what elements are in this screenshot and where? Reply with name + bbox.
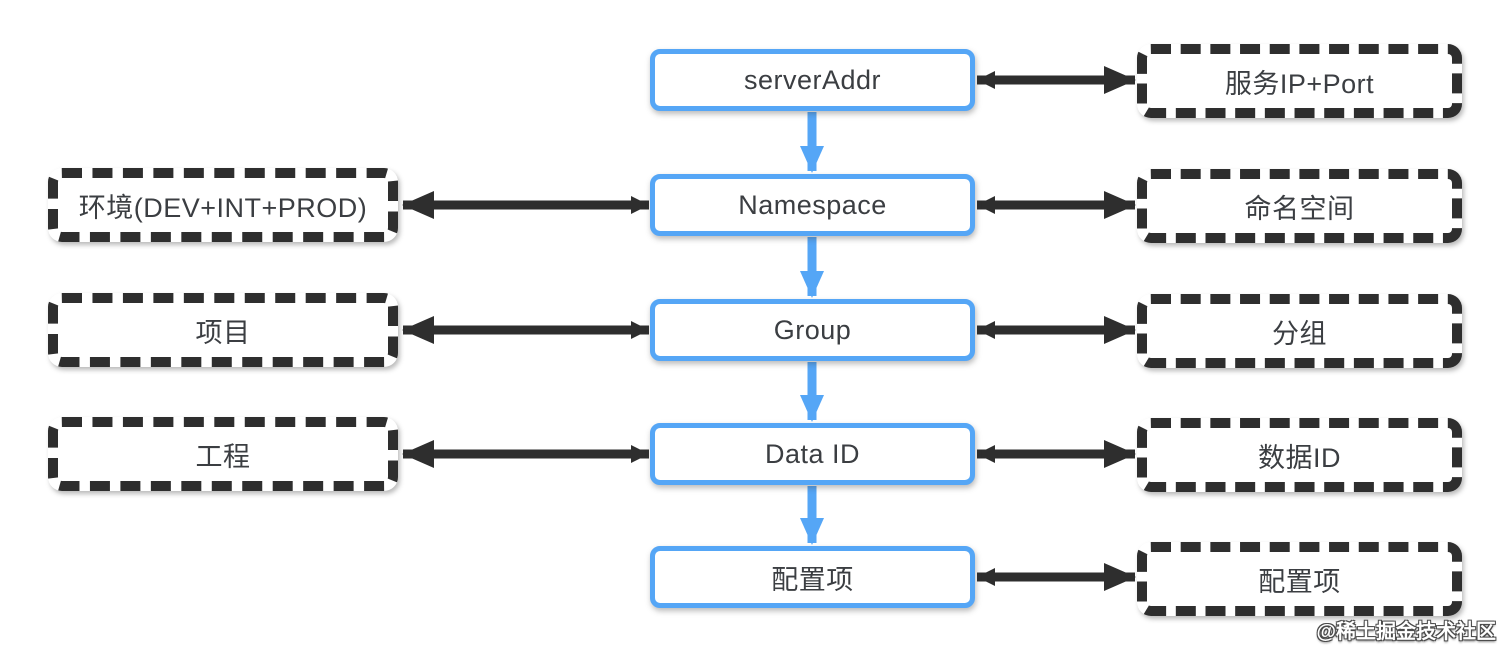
- node-config-item-right-label: 配置项: [1258, 566, 1341, 597]
- node-service-ip-port: 服务IP+Port: [1137, 44, 1462, 118]
- node-serveraddr: serverAddr: [650, 49, 975, 111]
- node-env: 环境(DEV+INT+PROD): [48, 168, 398, 242]
- node-config-item-right: 配置项: [1137, 542, 1462, 616]
- node-config-item-center: 配置项: [650, 546, 975, 608]
- node-namespace-label: Namespace: [738, 189, 887, 220]
- node-config-item-center-label: 配置项: [771, 564, 854, 595]
- node-dataid: Data ID: [650, 423, 975, 485]
- node-namespace: Namespace: [650, 174, 975, 236]
- node-group: Group: [650, 299, 975, 361]
- node-group-label: Group: [773, 314, 852, 345]
- node-engineering: 工程: [48, 417, 398, 491]
- node-namespace-cn-label: 命名空间: [1244, 193, 1355, 224]
- node-dataid-label: Data ID: [764, 438, 861, 469]
- node-group-cn: 分组: [1137, 294, 1462, 368]
- node-namespace-cn: 命名空间: [1137, 169, 1462, 243]
- node-service-ip-port-label: 服务IP+Port: [1224, 68, 1375, 99]
- node-env-label: 环境(DEV+INT+PROD): [78, 192, 368, 223]
- node-group-cn-label: 分组: [1272, 318, 1327, 349]
- node-dataid-cn-label: 数据ID: [1258, 442, 1341, 473]
- node-project-label: 项目: [195, 317, 251, 348]
- watermark: @稀土掘金技术社区: [1316, 621, 1496, 643]
- node-serveraddr-label: serverAddr: [743, 64, 882, 95]
- node-engineering-label: 工程: [195, 441, 251, 472]
- node-project: 项目: [48, 293, 398, 367]
- node-dataid-cn: 数据ID: [1137, 418, 1462, 492]
